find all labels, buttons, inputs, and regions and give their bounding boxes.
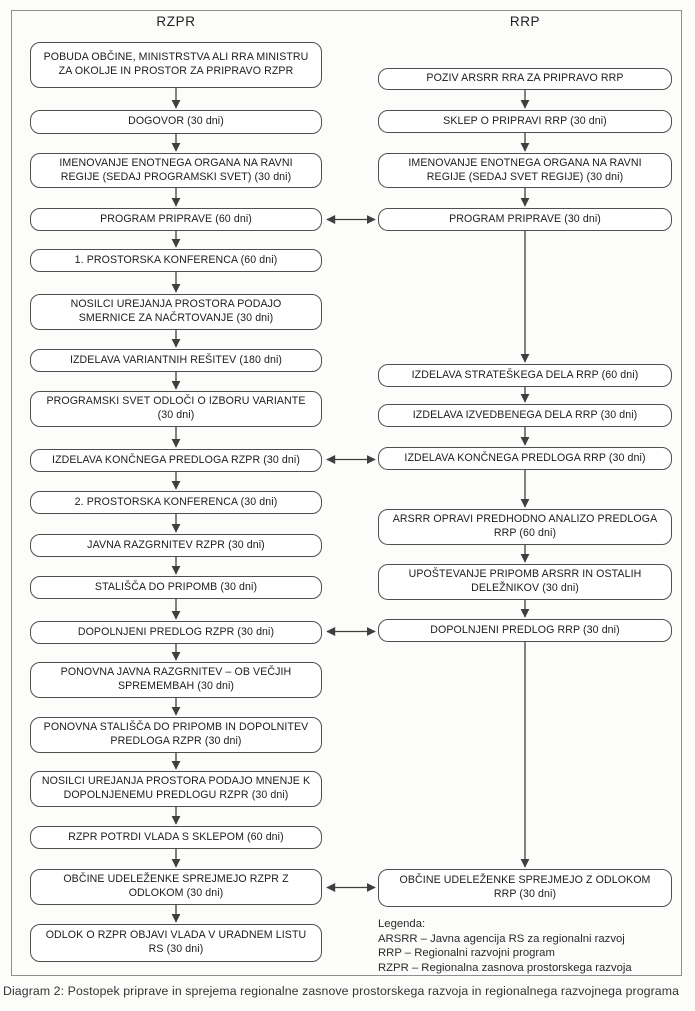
- flow-box-rrp-imenovanje-organa: IMENOVANJE ENOTNEGA ORGANA NA RAVNI REGI…: [378, 153, 672, 188]
- flow-box-rrp-predhodna-analiza: ARSRR OPRAVI PREDHODNO ANALIZO PREDLOGA …: [378, 509, 672, 545]
- flow-box-rzpr-variantne-resitve: IZDELAVA VARIANTNIH REŠITEV (180 dni): [30, 349, 322, 372]
- flow-box-rzpr-ponovna-razgrnitev: PONOVNA JAVNA RAZGRNITEV – OB VEČJIH SPR…: [30, 662, 322, 698]
- left-column-title: RZPR: [156, 14, 196, 29]
- flow-box-rrp-sklep: SKLEP O PRIPRAVI RRP (30 dni): [378, 110, 672, 133]
- diagram-frame: [11, 10, 682, 976]
- legend-entry-rzpr: RZPR – Regionalna zasnova prostorskega r…: [378, 961, 632, 974]
- diagram-caption: Diagram 2: Postopek priprave in sprejema…: [3, 984, 680, 998]
- flow-box-rzpr-mnenje-nosilcev: NOSILCI UREJANJA PROSTORA PODAJO MNENJE …: [30, 771, 322, 807]
- flow-box-rzpr-dopolnjeni-predlog: DOPOLNJENI PREDLOG RZPR (30 dni): [30, 621, 322, 644]
- flow-box-rrp-strateski-del: IZDELAVA STRATEŠKEGA DELA RRP (60 dni): [378, 364, 672, 387]
- flow-box-rzpr-izbor-variante: PROGRAMSKI SVET ODLOČI O IZBORU VARIANTE…: [30, 391, 322, 427]
- flow-box-rrp-obcine-odlok: OBČINE UDELEŽENKE SPREJMEJO Z ODLOKOM RR…: [378, 869, 672, 907]
- flow-box-rrp-program-priprave: PROGRAM PRIPRAVE (30 dni): [378, 208, 672, 231]
- flow-box-rzpr-smernice: NOSILCI UREJANJA PROSTORA PODAJO SMERNIC…: [30, 294, 322, 330]
- flow-box-rzpr-koncni-predlog: IZDELAVA KONČNEGA PREDLOGA RZPR (30 dni): [30, 449, 322, 472]
- flow-box-rzpr-imenovanje-organa: IMENOVANJE ENOTNEGA ORGANA NA RAVNI REGI…: [30, 153, 322, 188]
- flow-box-rzpr-ponovna-stalisca: PONOVNA STALIŠČA DO PRIPOMB IN DOPOLNITE…: [30, 717, 322, 753]
- flow-box-rzpr-1-konferenca: 1. PROSTORSKA KONFERENCA (60 dni): [30, 249, 322, 272]
- flow-box-rzpr-stalisca: STALIŠČA DO PRIPOMB (30 dni): [30, 576, 322, 599]
- flow-box-rzpr-javna-razgrnitev: JAVNA RAZGRNITEV RZPR (30 dni): [30, 534, 322, 557]
- legend-entry-arsrr: ARSRR – Javna agencija RS za regionalni …: [378, 932, 625, 945]
- flow-box-rzpr-pobuda: POBUDA OBČINE, MINISTRSTVA ALI RRA MINIS…: [30, 42, 322, 88]
- legend-title: Legenda:: [378, 918, 426, 930]
- flow-box-rzpr-odlok-objava: ODLOK O RZPR OBJAVI VLADA V URADNEM LIST…: [30, 924, 322, 962]
- right-column-title: RRP: [509, 14, 541, 29]
- flow-box-rrp-poziv: POZIV ARSRR RRA ZA PRIPRAVO RRP: [378, 68, 672, 90]
- flow-box-rzpr-program-priprave: PROGRAM PRIPRAVE (60 dni): [30, 208, 322, 231]
- flow-box-rrp-koncni-predlog: IZDELAVA KONČNEGA PREDLOGA RRP (30 dni): [378, 447, 672, 470]
- flow-box-rzpr-2-konferenca: 2. PROSTORSKA KONFERENCA (30 dni): [30, 491, 322, 514]
- flow-box-rzpr-obcine-odlok: OBČINE UDELEŽENKE SPREJMEJO RZPR Z ODLOK…: [30, 869, 322, 905]
- flow-box-rrp-upostevanje-pripomb: UPOŠTEVANJE PRIPOMB ARSRR IN OSTALIH DEL…: [378, 564, 672, 600]
- legend-entry-rrp: RRP – Regionalni razvojni program: [378, 947, 555, 960]
- legend: Legenda: ARSRR – Javna agencija RS za re…: [378, 917, 678, 975]
- flow-box-rzpr-potrdi-vlada: RZPR POTRDI VLADA S SKLEPOM (60 dni): [30, 826, 322, 849]
- flow-box-rrp-dopolnjeni-predlog: DOPOLNJENI PREDLOG RRP (30 dni): [378, 619, 672, 642]
- flow-box-rrp-izvedbeni-del: IZDELAVA IZVEDBENEGA DELA RRP (30 dni): [378, 404, 672, 427]
- flow-box-rzpr-dogovor: DOGOVOR (30 dni): [30, 110, 322, 134]
